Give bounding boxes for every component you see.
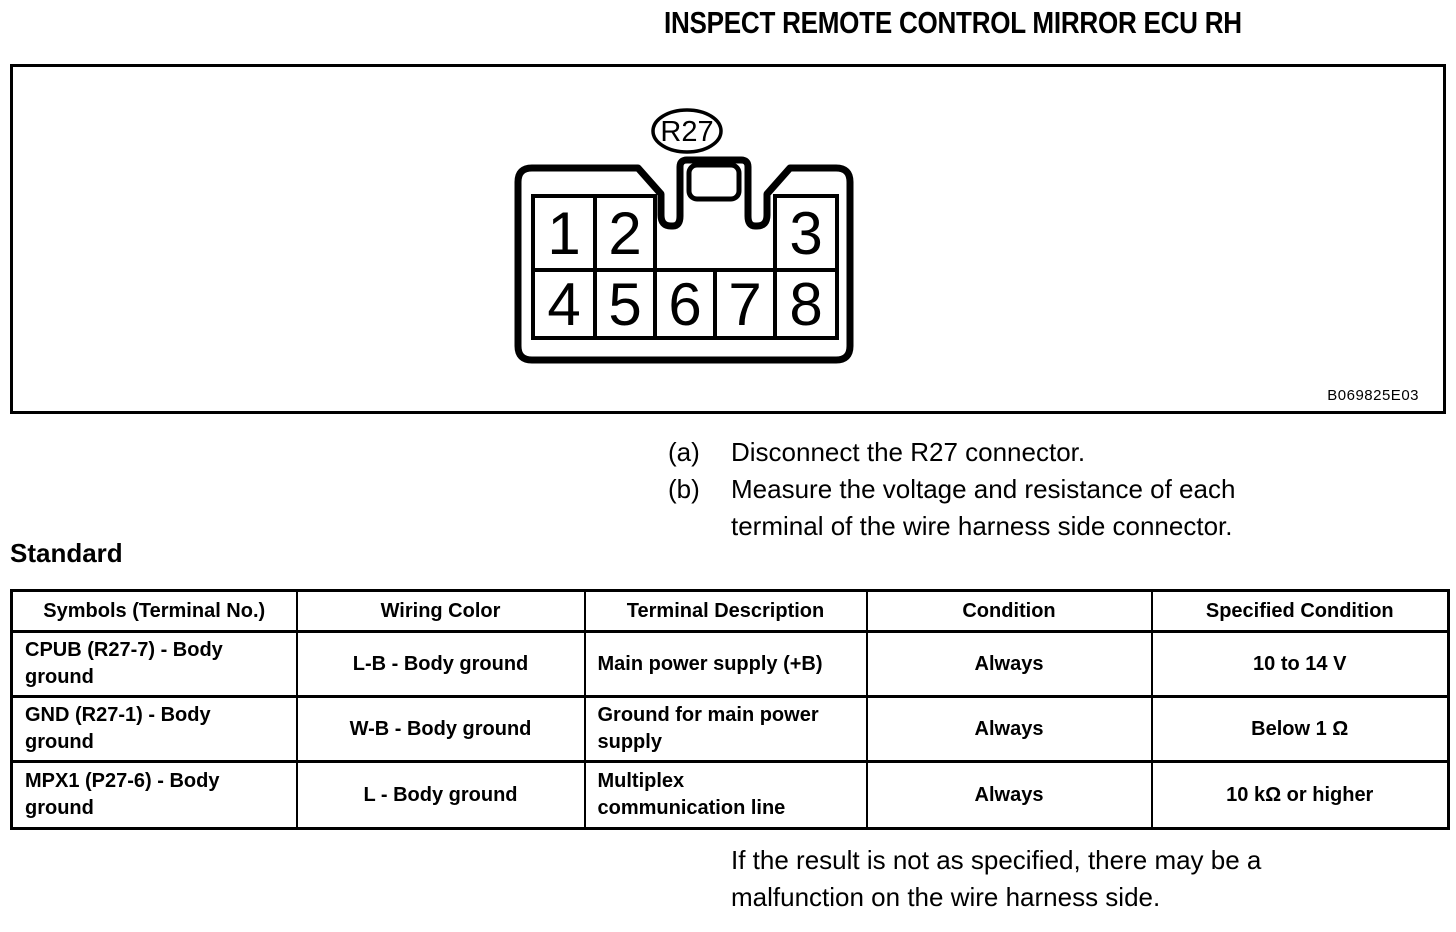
connector-label-oval bbox=[651, 108, 723, 154]
cell-condition: Always bbox=[865, 630, 1153, 698]
pin-cell-8 bbox=[773, 268, 839, 340]
pin-cell-6 bbox=[653, 268, 717, 340]
cell-condition: Always bbox=[865, 760, 1153, 830]
cell-symbols: CPUB (R27-7) - Body ground bbox=[10, 630, 298, 698]
pin-number-5: 5 bbox=[608, 271, 641, 338]
standard-table: Symbols (Terminal No.) Wiring Color Term… bbox=[10, 589, 1450, 830]
connector-label: R27 bbox=[660, 116, 713, 148]
step-text: Measure the voltage and resistance of ea… bbox=[731, 474, 1236, 541]
cell-terminal-description: Ground for main power supply bbox=[583, 695, 868, 763]
table-row: CPUB (R27-7) - Body ground L-B - Body gr… bbox=[10, 630, 1450, 698]
table-row: MPX1 (P27-6) - Body ground L - Body grou… bbox=[10, 760, 1450, 830]
connector-diagram: R27 1 2 3 4 5 6 7 8 bbox=[514, 108, 854, 364]
cell-terminal-description: Main power supply (+B) bbox=[583, 630, 868, 698]
standard-heading: Standard bbox=[10, 538, 123, 568]
cell-condition: Always bbox=[865, 695, 1153, 763]
pin-number-3: 3 bbox=[789, 200, 822, 267]
cell-wiring-color: L - Body ground bbox=[295, 760, 586, 830]
cell-terminal-description: Multiplex communication line bbox=[583, 760, 868, 830]
cell-symbols: MPX1 (P27-6) - Body ground bbox=[10, 760, 298, 830]
cell-specified-condition: 10 kΩ or higher bbox=[1150, 760, 1450, 830]
step-marker: (b) bbox=[668, 474, 700, 504]
cell-specified-condition: 10 to 14 V bbox=[1150, 630, 1450, 698]
cell-symbols: GND (R27-1) - Body ground bbox=[10, 695, 298, 763]
figure-code: B069825E03 bbox=[1327, 387, 1419, 404]
page-title: INSPECT REMOTE CONTROL MIRROR ECU RH bbox=[664, 5, 1242, 40]
cell-wiring-color: L-B - Body ground bbox=[295, 630, 586, 698]
pin-number-2: 2 bbox=[608, 200, 641, 267]
col-header-symbols: Symbols (Terminal No.) bbox=[10, 589, 298, 633]
lock-tab-slot bbox=[686, 162, 742, 202]
pin-cell-1 bbox=[531, 194, 597, 272]
pin-number-7: 7 bbox=[728, 271, 761, 338]
step-b: (b) Measure the voltage and resistance o… bbox=[668, 471, 1235, 545]
col-header-specified-condition: Specified Condition bbox=[1150, 589, 1450, 633]
table-header-row: Symbols (Terminal No.) Wiring Color Term… bbox=[10, 589, 1450, 633]
cell-wiring-color: W-B - Body ground bbox=[295, 695, 586, 763]
col-header-wiring-color: Wiring Color bbox=[295, 589, 586, 633]
footer-note: If the result is not as specified, there… bbox=[731, 845, 1262, 912]
col-header-condition: Condition bbox=[865, 589, 1153, 633]
step-a: (a) Disconnect the R27 connector. bbox=[668, 434, 1235, 471]
pin-number-8: 8 bbox=[789, 271, 822, 338]
col-header-terminal-description: Terminal Description bbox=[583, 589, 868, 633]
step-marker: (a) bbox=[668, 437, 700, 467]
pin-number-1: 1 bbox=[547, 200, 580, 267]
table-row: GND (R27-1) - Body ground W-B - Body gro… bbox=[10, 695, 1450, 763]
cell-specified-condition: Below 1 Ω bbox=[1150, 695, 1450, 763]
procedure-steps: (a) Disconnect the R27 connector. (b) Me… bbox=[668, 434, 1235, 545]
pin-cell-3 bbox=[773, 194, 839, 272]
step-text: Disconnect the R27 connector. bbox=[731, 437, 1086, 467]
figure-panel: R27 1 2 3 4 5 6 7 8 B069825E03 bbox=[10, 64, 1446, 414]
pin-number-6: 6 bbox=[668, 271, 701, 338]
pin-number-4: 4 bbox=[547, 271, 580, 338]
